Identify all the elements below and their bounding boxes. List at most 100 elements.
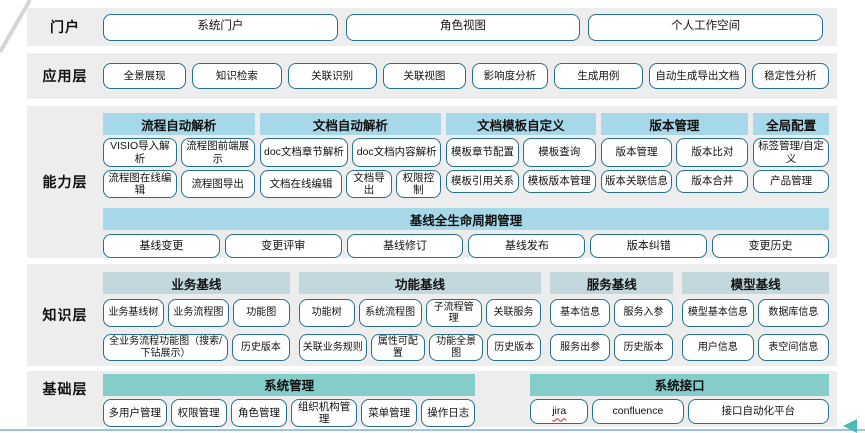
group-header: 系统接口 bbox=[530, 373, 829, 396]
knowledge-layer-band: 知识层 业务基线 业务基线树 业务流程图 功能图 全业务流程功能图（搜索/下钻展… bbox=[27, 264, 837, 366]
feature-chip[interactable]: 服务出参 bbox=[550, 334, 610, 361]
capability-layer-label: 能力层 bbox=[42, 174, 88, 190]
portal-layer-label: 门户 bbox=[50, 19, 80, 35]
group-header: 流程自动解析 bbox=[103, 113, 255, 135]
group-system-interface: 系统接口 jira confluence 接口自动化平台 bbox=[530, 373, 829, 427]
portal-items: 系统门户 角色视图 个人工作空间 bbox=[103, 8, 837, 46]
feature-chip[interactable]: 个人工作空间 bbox=[588, 13, 824, 41]
capability-layer-band: 能力层 流程自动解析 VISIO导入解析 流程图前端展示 流程图在线编辑 流程图… bbox=[27, 106, 837, 259]
feature-chip[interactable]: 历史版本 bbox=[613, 334, 674, 361]
feature-chip[interactable]: 功能全景图 bbox=[429, 334, 484, 361]
feature-chip[interactable]: 历史版本 bbox=[487, 334, 542, 361]
feature-chip[interactable]: 文档导出 bbox=[346, 170, 392, 199]
feature-chip[interactable]: 角色视图 bbox=[345, 13, 581, 41]
feature-chip[interactable]: 基线发布 bbox=[468, 234, 586, 259]
group-row: jira confluence 接口自动化平台 bbox=[530, 398, 829, 424]
application-items: 全景展现 知识检索 关联识别 关联视图 影响度分析 生成用例 自动生成导出文档 … bbox=[103, 53, 837, 99]
feature-chip[interactable]: 关联识别 bbox=[287, 63, 377, 89]
feature-chip[interactable]: 流程图前端展示 bbox=[180, 138, 255, 167]
feature-chip[interactable]: 版本比对 bbox=[676, 138, 749, 167]
feature-chip[interactable]: 多用户管理 bbox=[103, 398, 167, 428]
feature-chip[interactable]: 接口自动化平台 bbox=[687, 398, 829, 424]
feature-chip[interactable]: 自动生成导出文档 bbox=[649, 63, 746, 89]
feature-chip[interactable]: 服务入参 bbox=[613, 299, 674, 327]
feature-chip[interactable]: 权限管理 bbox=[170, 398, 227, 428]
feature-chip[interactable]: jira bbox=[530, 398, 589, 424]
foundation-layer-label: 基础层 bbox=[42, 381, 88, 397]
feature-chip[interactable]: 文档在线编辑 bbox=[259, 170, 343, 199]
feature-chip[interactable]: 模板查询 bbox=[522, 138, 596, 167]
foundation-groups: 系统管理 多用户管理 权限管理 角色管理 组织机构管理 菜单管理 操作日志 系统… bbox=[103, 373, 829, 428]
feature-chip[interactable]: 菜单管理 bbox=[361, 398, 418, 428]
capability-groups: 流程自动解析 VISIO导入解析 流程图前端展示 流程图在线编辑 流程图导出 文… bbox=[103, 113, 829, 199]
knowledge-content: 业务基线 业务基线树 业务流程图 功能图 全业务流程功能图（搜索/下钻展示） 历… bbox=[103, 264, 837, 366]
group-global-config: 全局配置 标签管理/自定义 产品管理 bbox=[753, 113, 829, 198]
feature-chip[interactable]: 版本关联信息 bbox=[600, 170, 673, 193]
feature-chip[interactable]: 属性可配置 bbox=[370, 334, 425, 361]
feature-chip[interactable]: 业务基线树 bbox=[103, 299, 164, 327]
feature-chip[interactable]: 生成用例 bbox=[553, 63, 644, 89]
baseline-header: 基线全生命周期管理 bbox=[103, 208, 829, 231]
feature-chip[interactable]: 关联视图 bbox=[382, 63, 467, 89]
feature-chip[interactable]: 子流程管理 bbox=[425, 299, 482, 327]
feature-chip[interactable]: 组织机构管理 bbox=[291, 398, 358, 428]
feature-chip[interactable]: 版本纠错 bbox=[590, 234, 708, 259]
feature-chip[interactable]: 基线变更 bbox=[103, 234, 220, 259]
feature-chip[interactable]: 系统流程图 bbox=[358, 299, 422, 327]
feature-chip[interactable]: 业务流程图 bbox=[167, 299, 229, 327]
feature-chip[interactable]: 稳定性分析 bbox=[751, 63, 830, 89]
feature-chip[interactable]: 知识检索 bbox=[192, 63, 282, 89]
feature-chip[interactable]: 功能图 bbox=[232, 299, 290, 327]
group-row: 服务出参 历史版本 bbox=[550, 334, 674, 361]
group-model-baseline: 模型基线 模型基本信息 数据库信息 用户信息 表空间信息 bbox=[682, 272, 830, 361]
feature-chip[interactable]: 表空间信息 bbox=[757, 334, 830, 361]
feature-chip[interactable]: 基本信息 bbox=[550, 299, 610, 327]
feature-chip[interactable]: 角色管理 bbox=[230, 398, 288, 428]
group-row: 关联业务规则 属性可配置 功能全景图 历史版本 bbox=[298, 334, 542, 361]
feature-chip[interactable]: 版本管理 bbox=[600, 138, 673, 167]
feature-chip[interactable]: 数据库信息 bbox=[757, 299, 830, 327]
feature-chip[interactable]: 全业务流程功能图（搜索/下钻展示） bbox=[103, 334, 228, 361]
capability-content: 流程自动解析 VISIO导入解析 流程图前端展示 流程图在线编辑 流程图导出 文… bbox=[103, 106, 837, 259]
feature-chip[interactable]: VISIO导入解析 bbox=[103, 138, 177, 167]
feature-chip[interactable]: 全景展现 bbox=[103, 63, 187, 89]
knowledge-groups: 业务基线 业务基线树 业务流程图 功能图 全业务流程功能图（搜索/下钻展示） 历… bbox=[103, 272, 830, 361]
feature-chip[interactable]: 变更历史 bbox=[712, 234, 829, 259]
feature-chip[interactable]: 系统门户 bbox=[103, 13, 338, 41]
feature-chip[interactable]: 用户信息 bbox=[682, 334, 754, 361]
feature-chip[interactable]: 基线修订 bbox=[346, 234, 464, 259]
feature-chip[interactable]: doc文档章节解析 bbox=[259, 138, 349, 167]
feature-chip[interactable]: 流程图在线编辑 bbox=[103, 170, 177, 199]
feature-chip[interactable]: 历史版本 bbox=[231, 334, 290, 361]
feature-chip[interactable]: 版本合并 bbox=[676, 170, 749, 193]
group-header: 文档模板自定义 bbox=[446, 113, 596, 135]
feature-chip[interactable]: 模板引用关系 bbox=[446, 170, 519, 193]
bottom-accent-line bbox=[0, 429, 865, 431]
feature-chip[interactable]: 操作日志 bbox=[421, 398, 476, 428]
feature-chip[interactable]: 功能树 bbox=[298, 299, 355, 327]
feature-chip[interactable]: 模板章节配置 bbox=[446, 138, 519, 167]
group-row: 用户信息 表空间信息 bbox=[682, 334, 830, 361]
feature-chip[interactable]: 标签管理/自定义 bbox=[753, 138, 829, 167]
group-business-baseline: 业务基线 业务基线树 业务流程图 功能图 全业务流程功能图（搜索/下钻展示） 历… bbox=[103, 272, 290, 361]
feature-chip[interactable]: 关联服务 bbox=[485, 299, 542, 327]
group-system-management: 系统管理 多用户管理 权限管理 角色管理 组织机构管理 菜单管理 操作日志 bbox=[103, 373, 476, 428]
feature-chip[interactable]: 产品管理 bbox=[753, 170, 829, 193]
feature-chip[interactable]: confluence bbox=[592, 398, 684, 424]
group-row: 版本管理 版本比对 bbox=[600, 138, 749, 167]
baseline-lifecycle-section: 基线全生命周期管理 基线变更 变更评审 基线修订 基线发布 版本纠错 变更历史 bbox=[103, 208, 829, 259]
feature-chip[interactable]: 影响度分析 bbox=[472, 63, 548, 89]
group-row: 产品管理 bbox=[753, 170, 829, 193]
feature-chip[interactable]: 流程图导出 bbox=[180, 170, 255, 199]
group-header: 业务基线 bbox=[103, 272, 290, 294]
feature-chip[interactable]: doc文档内容解析 bbox=[352, 138, 442, 167]
group-row: 业务基线树 业务流程图 功能图 bbox=[103, 299, 290, 327]
feature-chip[interactable]: 变更评审 bbox=[224, 234, 342, 259]
foundation-layer-band: 基础层 系统管理 多用户管理 权限管理 角色管理 组织机构管理 菜单管理 操作日… bbox=[27, 371, 837, 428]
feature-chip[interactable]: 权限控制 bbox=[395, 170, 442, 199]
layer-stack: 门户 系统门户 角色视图 个人工作空间 应用层 全景展现 知识检索 关联识别 关… bbox=[27, 8, 837, 428]
feature-chip[interactable]: 关联业务规则 bbox=[298, 334, 367, 361]
feature-chip[interactable]: 模板版本管理 bbox=[522, 170, 596, 193]
group-doc-auto-parse: 文档自动解析 doc文档章节解析 doc文档内容解析 文档在线编辑 文档导出 权… bbox=[259, 113, 442, 199]
feature-chip[interactable]: 模型基本信息 bbox=[682, 299, 754, 327]
